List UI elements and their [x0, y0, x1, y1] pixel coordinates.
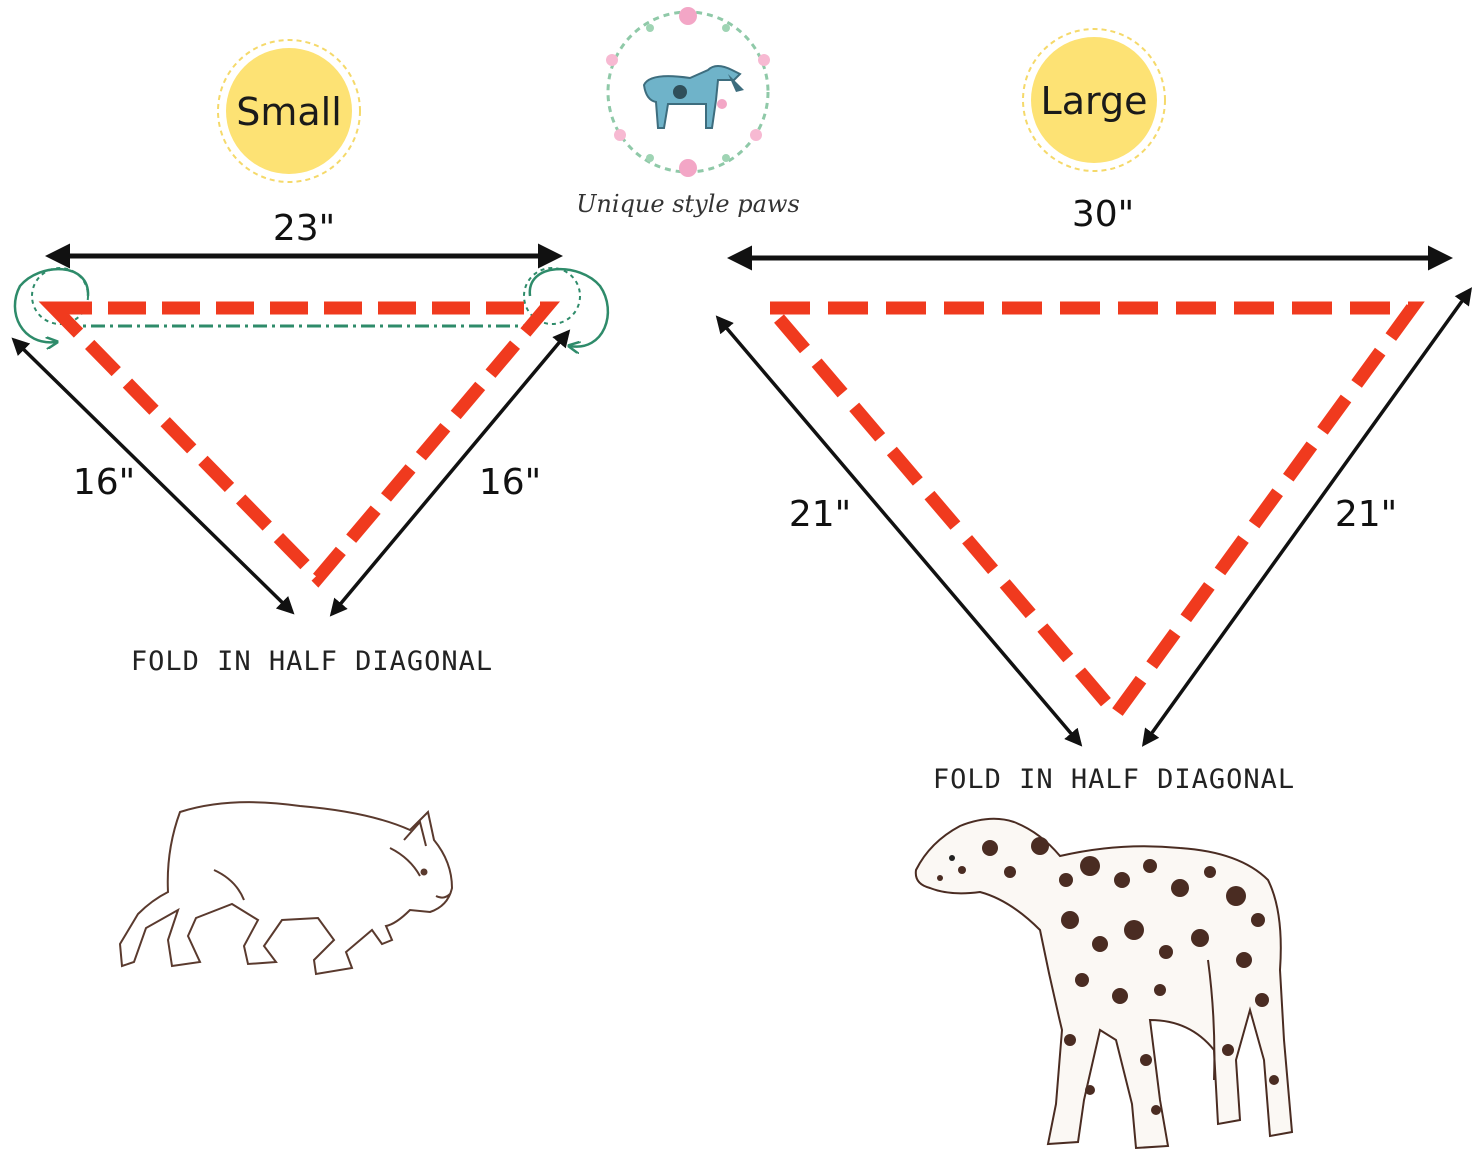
large-size-label: Large	[1041, 79, 1148, 123]
large-badge: Large	[1022, 28, 1166, 172]
dalmatian-illustration	[914, 817, 1294, 1150]
small-right-side-label: 16"	[479, 462, 541, 503]
dalmatian-spots	[937, 837, 1279, 1115]
large-section: Large 30" 21" 21" FOLD IN HALF DIAGONAL	[715, 28, 1473, 1150]
logo-flowers	[606, 7, 770, 177]
dog-icon	[642, 65, 744, 129]
large-badge-circle	[1031, 37, 1157, 163]
dalmatian-eye	[949, 855, 955, 861]
small-left-side-label: 16"	[73, 462, 135, 503]
small-fold-guides	[13, 267, 610, 347]
large-right-side-arrow	[1141, 287, 1473, 747]
small-right-fold-curl	[528, 267, 610, 347]
small-bandana-outline	[38, 301, 560, 588]
large-left-side-label: 21"	[789, 494, 851, 535]
small-badge: Small	[217, 39, 361, 183]
small-size-label: Small	[236, 90, 342, 134]
small-top-width-label: 23"	[273, 208, 335, 249]
small-badge-circle	[226, 48, 352, 174]
brand-logo: Unique style paws	[576, 7, 800, 218]
small-section: Small 23" 16" 16" FOLD IN HALF DIAGONAL	[11, 39, 610, 976]
small-left-side-arrow	[11, 337, 295, 615]
french-bulldog-illustration	[118, 801, 454, 976]
small-right-side-arrow	[329, 329, 571, 617]
brand-name: Unique style paws	[576, 190, 800, 218]
small-fold-instruction: FOLD IN HALF DIAGONAL	[131, 646, 493, 677]
large-left-side-arrow	[715, 315, 1083, 747]
large-fold-instruction: FOLD IN HALF DIAGONAL	[933, 764, 1295, 795]
large-top-width-label: 30"	[1072, 194, 1134, 235]
small-left-fold-curl	[13, 267, 90, 342]
large-bandana-outline	[755, 301, 1425, 725]
large-right-side-label: 21"	[1335, 494, 1397, 535]
